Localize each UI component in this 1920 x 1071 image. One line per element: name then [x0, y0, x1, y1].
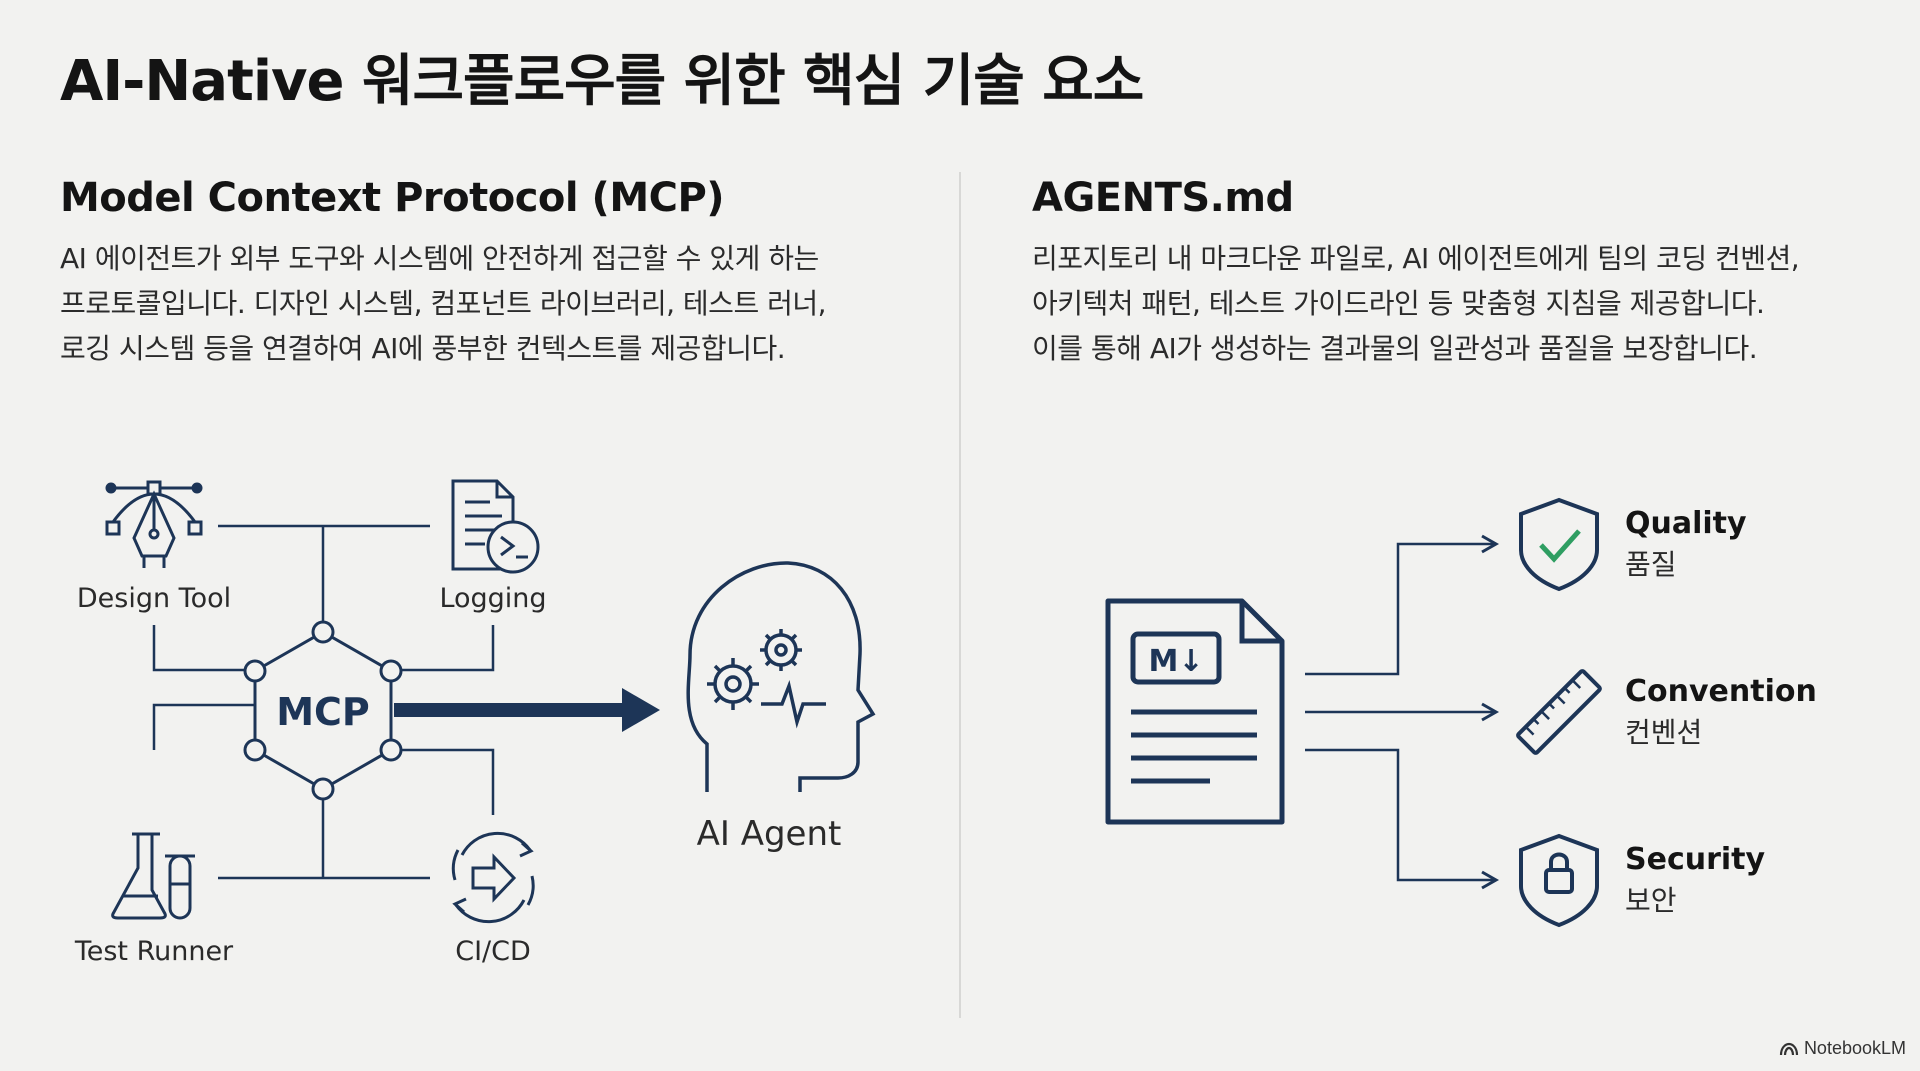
mcp-description-line: 프로토콜입니다. 디자인 시스템, 컴포넌트 라이브러리, 테스트 러너,: [60, 287, 827, 320]
benefit-arrows: [1305, 534, 1500, 890]
mcp-hub: MCP: [243, 620, 403, 801]
quality-subtitle: 품질: [1625, 548, 1677, 581]
notebooklm-logo-icon: [1779, 1042, 1799, 1055]
mcp-description: AI 에이전트가 외부 도구와 시스템에 안전하게 접근할 수 있게 하는 프로…: [60, 236, 827, 371]
ai-agent-head-icon: [686, 561, 876, 792]
ruler-icon: [1516, 669, 1602, 755]
page-title: AI-Native 워크플로우를 위한 핵심 기술 요소: [60, 49, 1144, 114]
mcp-description-line: 로깅 시스템 등을 연결하여 AI에 풍부한 컨텍스트를 제공합니다.: [60, 332, 786, 365]
brand-label: NotebookLM: [1803, 1038, 1906, 1058]
column-divider: [959, 172, 961, 1018]
shield-check-icon: [1519, 497, 1599, 592]
agents-md-description-line: 이를 통해 AI가 생성하는 결과물의 일관성과 품질을 보장합니다.: [1032, 332, 1758, 365]
mcp-description-line: AI 에이전트가 외부 도구와 시스템에 안전하게 접근할 수 있게 하는: [60, 242, 819, 275]
design-tool-icon: [105, 480, 203, 568]
shield-lock-icon: [1519, 833, 1599, 928]
security-title: Security: [1625, 842, 1766, 877]
convention-subtitle: 컨벤션: [1625, 716, 1702, 749]
mcp-to-agent-arrow: [394, 688, 660, 732]
convention-title: Convention: [1625, 674, 1817, 709]
test-runner-icon: [111, 832, 195, 920]
agents-md-heading: AGENTS.md: [1032, 175, 1294, 221]
mcp-diagram: MCP Design Tool: [74, 479, 876, 967]
notebooklm-watermark: NotebookLM: [1779, 1038, 1906, 1059]
logging-label: Logging: [439, 583, 546, 614]
agents-md-description: 리포지토리 내 마크다운 파일로, AI 에이전트에게 팀의 코딩 컨벤션, 아…: [1032, 236, 1800, 371]
ci-cd-icon: [451, 831, 535, 924]
agents-md-diagram: M↓ Quality 품질: [1105, 497, 1817, 928]
markdown-document-icon: [1105, 598, 1285, 825]
mcp-hub-label: MCP: [276, 690, 370, 734]
benefit-quality: Quality 품질: [1519, 497, 1747, 592]
benefit-security: Security 보안: [1519, 833, 1766, 928]
test-runner-label: Test Runner: [74, 936, 234, 967]
ci-cd-label: CI/CD: [455, 936, 531, 967]
agents-md-description-line: 아키텍처 패턴, 테스트 가이드라인 등 맞춤형 지침을 제공합니다.: [1032, 287, 1765, 320]
logging-icon: [451, 479, 540, 574]
security-subtitle: 보안: [1625, 884, 1677, 917]
quality-title: Quality: [1625, 506, 1747, 541]
ai-agent-label: AI Agent: [697, 814, 842, 854]
mcp-heading: Model Context Protocol (MCP): [60, 175, 725, 221]
agents-md-description-line: 리포지토리 내 마크다운 파일로, AI 에이전트에게 팀의 코딩 컨벤션,: [1032, 242, 1800, 275]
benefit-convention: Convention 컨벤션: [1516, 669, 1817, 755]
markdown-badge: M↓: [1149, 644, 1204, 679]
design-tool-label: Design Tool: [77, 583, 231, 614]
mcp-connectors: [152, 524, 495, 880]
